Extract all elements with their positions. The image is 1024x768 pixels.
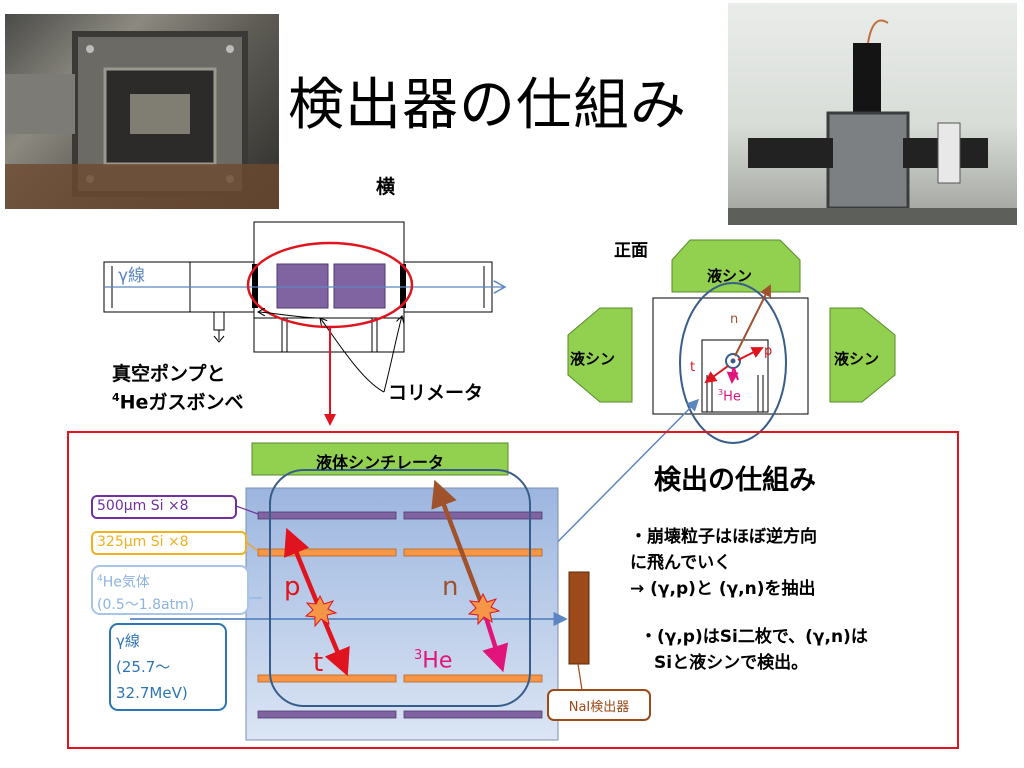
- side-view-label: 横: [376, 176, 396, 198]
- he3-text: He: [422, 648, 453, 674]
- pump-label-superscript: 4: [112, 391, 120, 404]
- explanation-line5: Siと液シンで検出。: [654, 653, 809, 673]
- gamma-energy-label: γ線 (25.7〜 32.7MeV): [116, 628, 188, 706]
- he-gas-line2: (0.5〜1.8atm): [97, 596, 195, 613]
- he-gas-label: 4He気体 (0.5〜1.8atm): [97, 568, 194, 616]
- proton-label: p: [284, 572, 301, 602]
- front-he3-superscript: 3: [718, 388, 724, 397]
- gamma-ray-label: γ線: [118, 266, 146, 286]
- he-gas-line1-text: He気体: [102, 574, 150, 591]
- si-325-label: 325μm Si ×8: [97, 534, 189, 550]
- gamma-energy-line3: 32.7MeV): [116, 684, 188, 702]
- front-he3-text: He: [723, 389, 741, 405]
- explanation-line1: ・崩壊粒子はほぼ逆方向: [630, 527, 817, 547]
- front-view-label: 正面: [614, 241, 648, 261]
- liquid-scint-left-label: 液シン: [570, 350, 616, 368]
- front-view: [567, 239, 896, 444]
- neutron-label: n: [442, 572, 459, 602]
- front-p-label: p: [764, 344, 773, 359]
- liquid-scintillator-label: 液体シンチレータ: [315, 453, 444, 472]
- triton-label: t: [313, 648, 324, 678]
- he3-superscript: 3: [414, 648, 423, 663]
- front-t-label: t: [690, 360, 696, 375]
- explanation-line3: → (γ,p)と (γ,n)を抽出: [630, 579, 816, 599]
- nai-detector: [568, 571, 590, 665]
- side-view: [103, 221, 505, 426]
- detector-photo-lab: [728, 3, 1017, 225]
- nai-detector-label: NaI検出器: [568, 700, 630, 715]
- pump-label-line2-text: Heガスボンベ: [119, 391, 244, 414]
- explanation-line2: に飛んでいく: [630, 553, 732, 573]
- gamma-energy-line2: (25.7〜: [116, 658, 171, 676]
- pump-label-line2: 4Heガスボンベ: [112, 386, 243, 414]
- explanation-line4: ・(γ,p)はSi二枚で、(γ,n)は: [640, 627, 868, 647]
- detector-photo-open: [5, 14, 279, 209]
- si-500-label: 500μm Si ×8: [97, 498, 189, 514]
- gamma-energy-line1: γ線: [116, 632, 140, 650]
- he-gas-line1: 4He気体: [97, 568, 194, 594]
- page-title: 検出器の仕組み: [288, 73, 687, 138]
- pump-label-line1: 真空ポンプと: [112, 363, 226, 385]
- he-gas-superscript: 4: [97, 574, 103, 584]
- explanation-heading: 検出の仕組み: [654, 465, 816, 496]
- main-frame: [67, 431, 959, 749]
- explanation-body: ・崩壊粒子はほぼ逆方向 に飛んでいく → (γ,p)と (γ,n)を抽出: [630, 524, 817, 602]
- explanation-body-2: ・(γ,p)はSi二枚で、(γ,n)は Siと液シンで検出。: [640, 624, 868, 676]
- liquid-scint-top-label: 液シン: [707, 267, 753, 285]
- front-n-label: n: [730, 312, 739, 327]
- he3-label: 3He: [414, 648, 452, 673]
- pump-label: 真空ポンプと 4Heガスボンベ: [112, 362, 243, 414]
- front-he3-label: 3He: [718, 388, 741, 404]
- collimator-label: コリメータ: [388, 382, 484, 404]
- liquid-scint-right-label: 液シン: [834, 350, 880, 368]
